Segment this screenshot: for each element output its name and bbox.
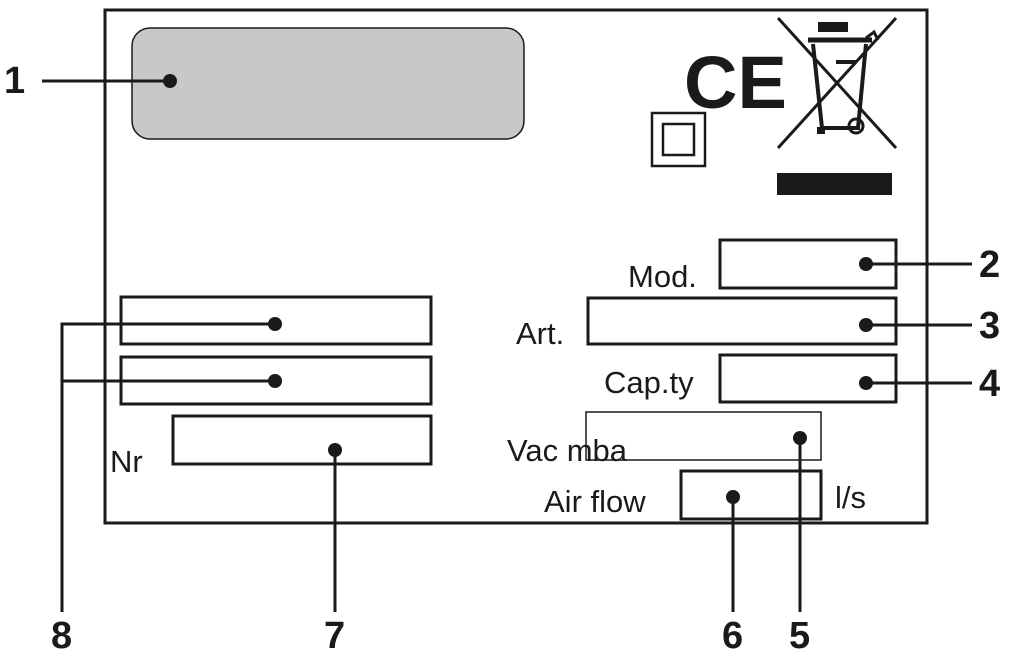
callout-3: 3 <box>979 305 1000 347</box>
air-flow-unit: l/s <box>835 480 866 515</box>
article-field <box>586 296 898 346</box>
callout-7: 7 <box>324 615 345 656</box>
serial-number-label: Nr <box>110 444 143 479</box>
callout-6: 6 <box>722 615 743 656</box>
callout-5: 5 <box>789 615 810 656</box>
air-flow-field <box>679 469 823 521</box>
vacuum-label: Vac mba <box>507 433 628 468</box>
leader-dot-6 <box>726 490 740 504</box>
callout-4: 4 <box>979 363 1000 405</box>
model-label: Mod. <box>628 259 697 294</box>
crossed-out-wheelie-bin-icon <box>776 16 898 150</box>
leader-dot-8a <box>268 317 282 331</box>
rating-plate-outline <box>103 8 929 525</box>
leader-dot-2 <box>859 257 873 271</box>
capacity-label: Cap.ty <box>604 365 694 400</box>
air-flow-label: Air flow <box>544 484 646 519</box>
leader-dot-7 <box>328 443 342 457</box>
article-label: Art. <box>516 316 564 351</box>
ce-mark-icon: CE <box>684 41 787 124</box>
callout-2: 2 <box>979 244 1000 286</box>
leader-dot-8b <box>268 374 282 388</box>
leader-dot-1 <box>163 74 177 88</box>
leader-line-8 <box>60 322 275 612</box>
double-insulation-icon <box>650 111 707 168</box>
callout-1: 1 <box>4 60 25 102</box>
leader-dot-4 <box>859 376 873 390</box>
leader-dot-5 <box>793 431 807 445</box>
black-marking-bar <box>777 173 892 195</box>
vacuum-field <box>585 411 822 461</box>
logo-area <box>131 27 525 140</box>
leader-dot-3 <box>859 318 873 332</box>
serial-number-field <box>171 414 433 466</box>
capacity-field <box>718 353 898 404</box>
left-field-upper <box>119 295 433 346</box>
callout-8: 8 <box>51 615 72 656</box>
